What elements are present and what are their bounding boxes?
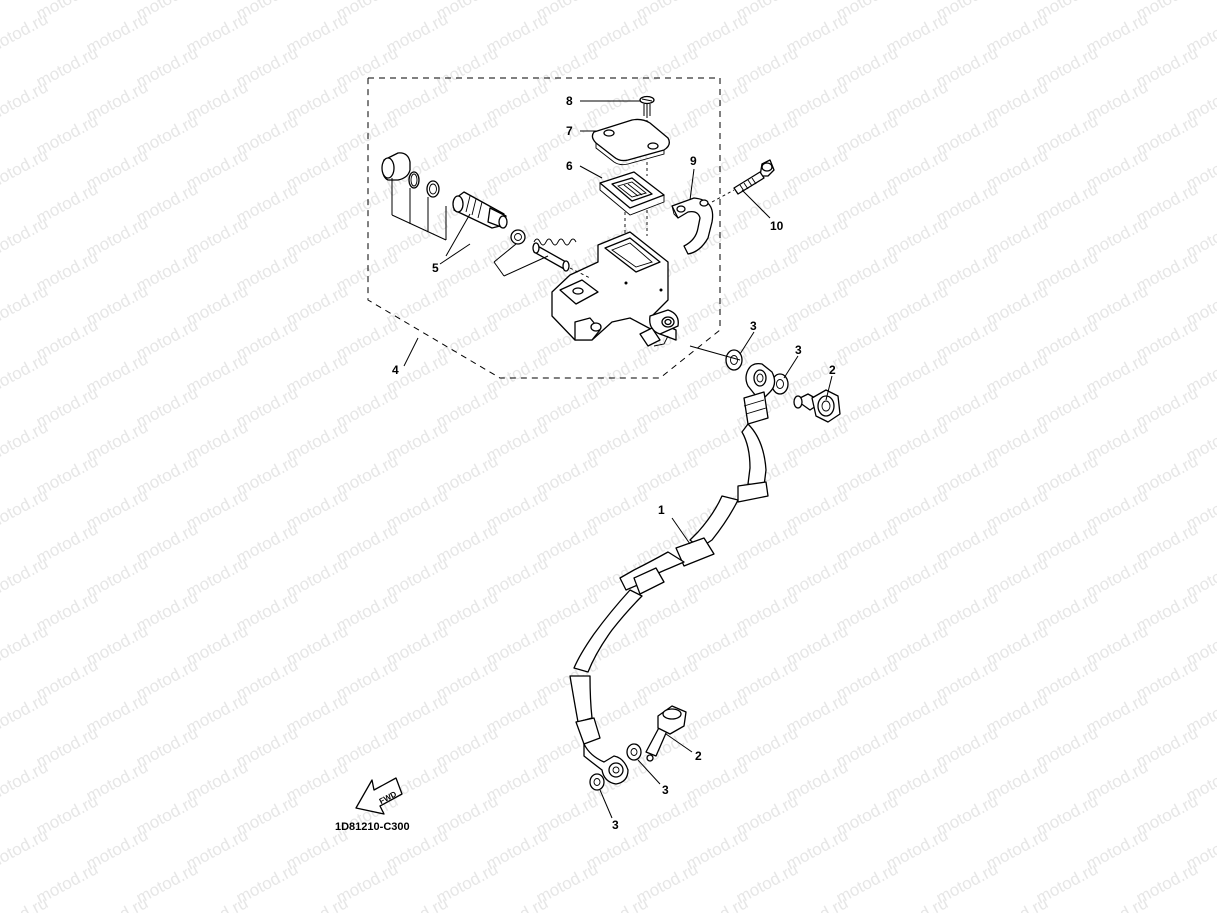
diagram-code: 1D81210-C300 (335, 821, 410, 833)
watermark-text: motod.ru (0, 689, 51, 737)
callout-10: 10 (770, 219, 784, 233)
union-bolt-lower (645, 705, 687, 762)
washer-3-c (626, 743, 642, 761)
callout-2b: 2 (695, 749, 702, 763)
cup-seal (510, 229, 526, 245)
assembly-boundary (367, 77, 721, 379)
callout-7: 7 (566, 124, 573, 138)
callout-4: 4 (392, 363, 399, 377)
union-bolt-upper (793, 389, 841, 423)
callout-3c: 3 (662, 783, 669, 797)
callout-6: 6 (566, 159, 573, 173)
spring (532, 238, 577, 272)
watermark-text: motod.ru (0, 893, 51, 913)
callout-3a: 3 (750, 319, 757, 333)
washer-3-d (589, 773, 605, 791)
watermark-text: motod.ru (0, 553, 51, 601)
watermark-text: motod.ru (483, 893, 551, 913)
circlip (408, 171, 420, 189)
watermark-text: motod.ru (383, 893, 451, 913)
watermark-text: motod.ru (0, 213, 51, 261)
watermark-text: motod.ru (583, 893, 651, 913)
watermark-text: motod.ru (683, 893, 751, 913)
leader-lines (403, 100, 833, 819)
boot (381, 152, 411, 181)
watermark-text: motod.ru (1083, 893, 1151, 913)
watermark-text: motod.ru (0, 77, 51, 125)
watermark-text: motod.ru (183, 893, 251, 913)
part-7-reservoir-cap (591, 118, 670, 166)
part-5-leaders (391, 178, 549, 277)
watermark-text: motod.ru (0, 825, 51, 873)
part-8-screw (639, 95, 655, 128)
watermark-text: motod.ru (0, 485, 51, 533)
part-10-bolt (711, 159, 775, 203)
watermark-text: motod.ru (883, 893, 951, 913)
part-9-clamp (671, 197, 714, 255)
callout-9: 9 (690, 154, 697, 168)
washer (426, 180, 440, 198)
washer-3-a (725, 349, 743, 371)
watermark-text: motod.ru (1183, 893, 1217, 913)
callout-2a: 2 (829, 363, 836, 377)
part-6-diaphragm (599, 171, 665, 216)
callout-1: 1 (658, 503, 665, 517)
watermark-text: motod.ru (983, 893, 1051, 913)
watermark-text: motod.ru (0, 0, 1, 24)
callout-5: 5 (432, 261, 439, 275)
brake-hose (569, 362, 776, 785)
watermark-text: motod.ru (283, 893, 351, 913)
callout-3b: 3 (795, 343, 802, 357)
watermark-text: motod.ru (83, 893, 151, 913)
watermark-text: motod.ru (783, 893, 851, 913)
watermark-text: motod.ru (0, 9, 51, 57)
watermark-text: motod.ru (0, 621, 51, 669)
callout-8: 8 (566, 94, 573, 108)
callout-3d: 3 (612, 818, 619, 832)
watermark-text: motod.ru (0, 281, 51, 329)
watermark-text: motod.ru (0, 349, 51, 397)
watermark-text: motod.ru (0, 145, 51, 193)
master-cylinder-body (551, 231, 679, 347)
watermark-text: motod.ru (0, 757, 51, 805)
watermark-text: motod.ru (0, 417, 51, 465)
piston (452, 191, 508, 229)
